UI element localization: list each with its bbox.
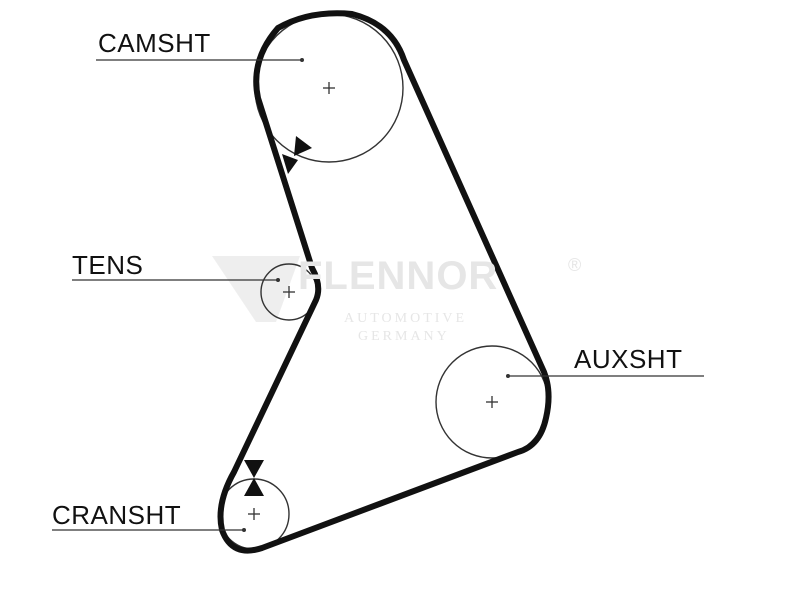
tensioner-leader-dot xyxy=(276,278,280,282)
watermark-logo-mark xyxy=(212,256,300,322)
watermark-brand: FLENNOR xyxy=(298,254,499,298)
crankshaft-label: CRANSHT xyxy=(52,500,182,530)
aux-shaft-centre-mark xyxy=(486,396,498,408)
timing-belt xyxy=(217,10,552,554)
camshaft-label: CAMSHT xyxy=(98,28,211,58)
camshaft-centre-mark xyxy=(323,82,335,94)
camshaft-leader-dot xyxy=(300,58,304,62)
crankshaft-centre-mark xyxy=(248,508,260,520)
crankshaft-timing-mark xyxy=(244,460,264,496)
watermark-registered-mark: ® xyxy=(568,255,582,275)
watermark-tagline-1: AUTOMOTIVE xyxy=(344,311,468,326)
tensioner-centre-mark xyxy=(283,286,295,298)
tensioner-label: TENS xyxy=(72,250,144,280)
watermark-tagline-2: GERMANY xyxy=(358,329,450,344)
crankshaft-leader-dot xyxy=(242,528,246,532)
aux-shaft-label: AUXSHT xyxy=(574,344,683,374)
camshaft-timing-mark xyxy=(282,136,312,174)
aux-shaft-leader-dot xyxy=(506,374,510,378)
